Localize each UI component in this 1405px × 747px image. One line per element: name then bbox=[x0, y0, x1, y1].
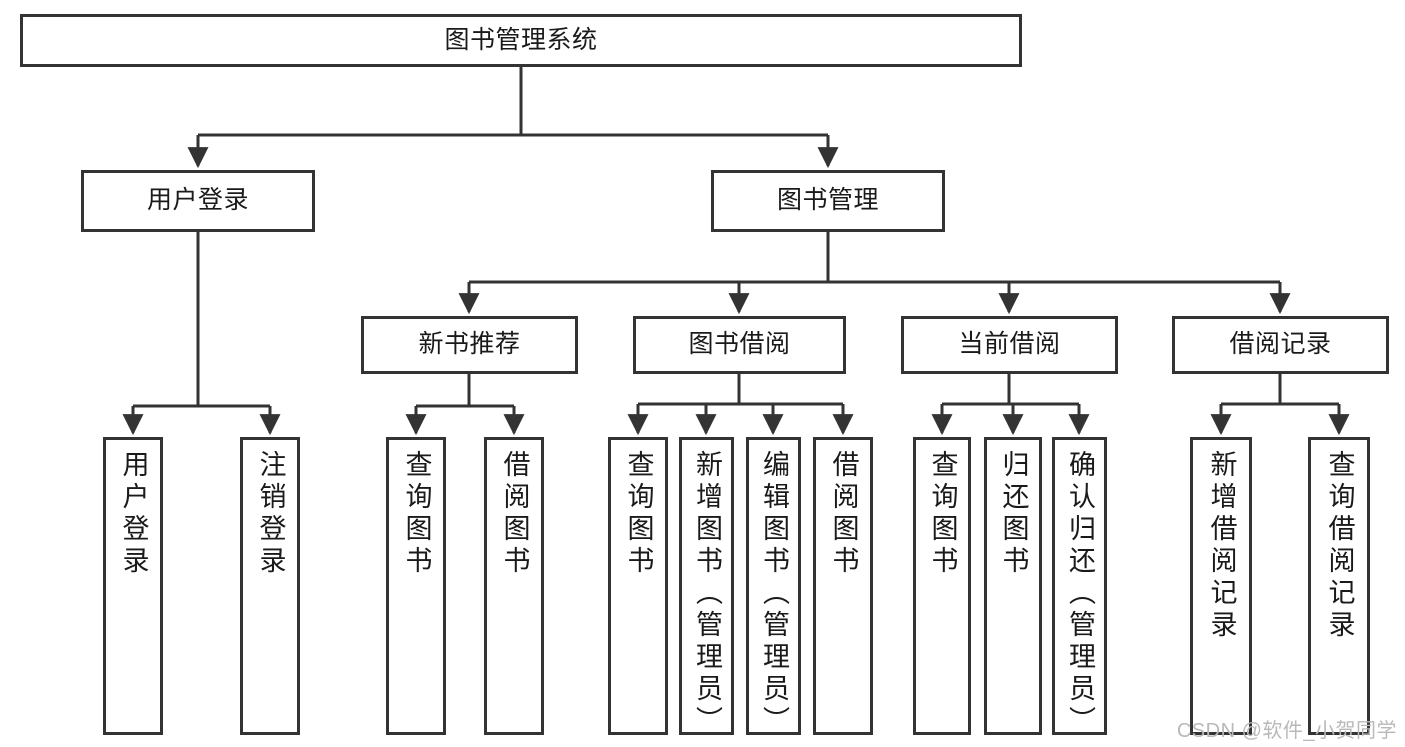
node-leaf-query-book-current[interactable]: 查询图书 bbox=[913, 437, 971, 735]
node-leaf-query-borrow-record-label: 查询借阅记录 bbox=[1324, 450, 1355, 642]
node-leaf-add-borrow-record-label: 新增借阅记录 bbox=[1206, 450, 1237, 642]
node-leaf-borrow-book-recommend-label: 借阅图书 bbox=[499, 450, 530, 578]
node-user-login[interactable]: 用户登录 bbox=[81, 170, 315, 232]
node-leaf-add-borrow-record[interactable]: 新增借阅记录 bbox=[1190, 437, 1252, 735]
node-leaf-borrow-book-recommend[interactable]: 借阅图书 bbox=[484, 437, 544, 735]
node-leaf-borrow-book[interactable]: 借阅图书 bbox=[813, 437, 873, 735]
node-leaf-confirm-return-admin-label: 确认归还（管理员） bbox=[1065, 450, 1095, 738]
node-new-book-recommend[interactable]: 新书推荐 bbox=[361, 316, 578, 374]
node-leaf-query-book-borrow-label: 查询图书 bbox=[623, 450, 654, 578]
node-borrow-record-label: 借阅记录 bbox=[1229, 330, 1332, 359]
node-leaf-query-book-borrow[interactable]: 查询图书 bbox=[608, 437, 668, 735]
node-leaf-borrow-book-label: 借阅图书 bbox=[828, 450, 859, 578]
node-leaf-user-login[interactable]: 用户登录 bbox=[103, 437, 163, 735]
node-leaf-add-book-admin-label: 新增图书（管理员） bbox=[692, 450, 722, 738]
node-root-label: 图书管理系统 bbox=[444, 25, 598, 54]
node-leaf-edit-book-admin[interactable]: 编辑图书（管理员） bbox=[746, 437, 801, 738]
node-book-borrow[interactable]: 图书借阅 bbox=[633, 316, 846, 374]
csdn-watermark: CSDN @软件_小贺同学 bbox=[1176, 720, 1397, 742]
node-book-management-label: 图书管理 bbox=[776, 186, 879, 215]
node-root[interactable]: 图书管理系统 bbox=[20, 14, 1022, 67]
node-current-borrow[interactable]: 当前借阅 bbox=[901, 316, 1118, 374]
node-book-borrow-label: 图书借阅 bbox=[688, 330, 791, 359]
node-leaf-return-book-label: 归还图书 bbox=[998, 450, 1029, 578]
node-leaf-query-book-recommend[interactable]: 查询图书 bbox=[386, 437, 446, 735]
node-borrow-record[interactable]: 借阅记录 bbox=[1172, 316, 1389, 374]
node-leaf-return-book[interactable]: 归还图书 bbox=[984, 437, 1042, 735]
node-leaf-query-borrow-record[interactable]: 查询借阅记录 bbox=[1308, 437, 1370, 735]
node-leaf-edit-book-admin-label: 编辑图书（管理员） bbox=[759, 450, 789, 738]
node-leaf-user-login-label: 用户登录 bbox=[118, 450, 149, 578]
node-leaf-logout-login-label: 注销登录 bbox=[255, 450, 286, 578]
node-leaf-query-book-recommend-label: 查询图书 bbox=[401, 450, 432, 578]
node-new-book-recommend-label: 新书推荐 bbox=[418, 330, 521, 359]
node-current-borrow-label: 当前借阅 bbox=[958, 330, 1061, 359]
node-book-management[interactable]: 图书管理 bbox=[711, 170, 945, 232]
node-leaf-add-book-admin[interactable]: 新增图书（管理员） bbox=[679, 437, 734, 738]
node-leaf-query-book-current-label: 查询图书 bbox=[927, 450, 958, 578]
node-leaf-logout-login[interactable]: 注销登录 bbox=[240, 437, 300, 735]
node-user-login-label: 用户登录 bbox=[146, 186, 249, 215]
node-leaf-confirm-return-admin[interactable]: 确认归还（管理员） bbox=[1052, 437, 1107, 738]
